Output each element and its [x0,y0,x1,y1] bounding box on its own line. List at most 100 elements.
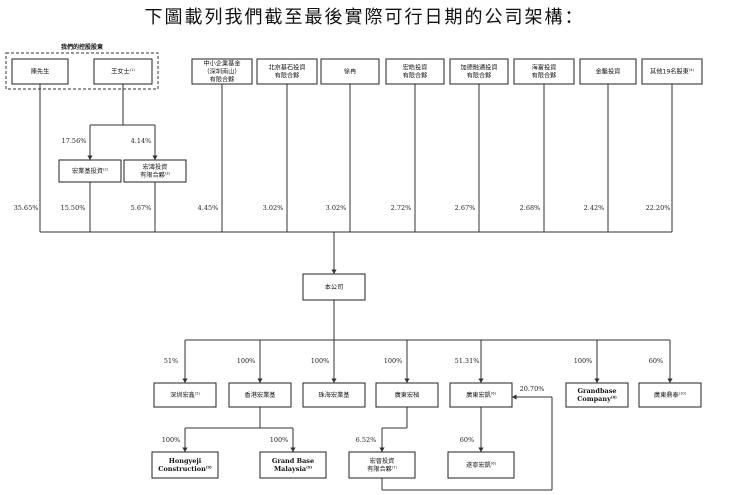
pct-hkhyj: 100% [237,357,256,365]
pct-zxqy: 4.45% [198,204,219,212]
subsidiary-gbc-frame [565,382,629,408]
pct-zhhyj: 100% [311,357,330,365]
shareholder-hftz-label: 有限合夥 [532,72,557,80]
entity-boxes: 我們的控股股東陳先生王女士(1)中小企業基金（深圳南山）有限合夥北京基石投資有限… [5,43,703,479]
to-subsidiary-arrow [478,378,484,383]
subsidiary-gdft: 廣東鼎泰(10) [638,382,702,408]
pct-hgtz: 2.72% [391,204,412,212]
to-subsidiary-arrow [667,378,673,383]
pct-gbc: 100% [574,357,593,365]
subsidiary-gdft-note-ref: (10) [679,392,687,396]
entity-hyc-note-ref: (9) [206,466,212,470]
pct-qita: 22.20% [646,204,671,212]
intermediate-hhtz-label: 有限合夥(3) [140,171,170,179]
controlling-shareholders-frame [5,52,159,90]
pct-hyc: 100% [162,436,181,444]
shareholder-chen-frame [11,58,69,85]
hk-to-child-arrow [290,447,296,452]
hk-to-child-arrow [182,447,188,452]
subsidiary-gdhj-label: 廣東宏楨 [395,391,420,399]
company: 本公司 [302,273,366,301]
shareholder-zxqy-frame [191,58,253,85]
subsidiary-gdhj-frame [375,382,439,408]
subsidiary-hkhyj: 香港宏業基 [228,382,292,408]
subsidiary-szhx-note-ref: (5) [195,392,201,396]
pct-hdtz: 6.52% [356,436,377,444]
entity-gbm-note-ref: (9) [306,466,312,470]
subsidiary-gbc-note-ref: (8) [611,396,617,400]
shareholder-hgtz-label: 有限合夥 [403,72,428,80]
entity-hdtz-frame [348,451,416,479]
page-heading: 下圖載列我們截至最後實際可行日期的公司架構： [144,7,585,28]
intermediate-hyj-frame [58,159,122,183]
pct-hhtz: 5.67% [131,204,152,212]
entity-gbm-label: Malaysia(9) [274,465,312,473]
shareholder-qita-frame [641,58,703,85]
subsidiary-gdhk-label: 廣東宏凱(6) [466,391,496,399]
gdhj-to-hdtz-arrow [379,447,385,452]
shareholder-bjjs-frame [256,58,318,85]
pct-slhk: 60% [460,436,474,444]
pct-bjjs: 3.02% [263,204,284,212]
pct-szhx: 51% [164,357,178,365]
shareholder-bjjs-label: 北京基石投資 [268,64,305,72]
entity-hdtz-label: 宏晉投資 [370,457,395,465]
shareholder-qita-note-ref: (4) [689,68,695,72]
shareholder-zxqy: 中小企業基金（深圳南山）有限合夥 [191,58,253,85]
pct-gdhj: 100% [384,357,403,365]
subsidiary-gdhk-frame [449,382,513,408]
entity-hdtz-note-ref: (7) [392,466,398,470]
subsidiary-gdhk: 廣東宏凱(6) [449,382,513,408]
subsidiary-szhx-frame [153,382,217,408]
pct-xu: 3.02% [326,204,347,212]
shareholder-jdjr-label: 有限合夥 [467,72,492,80]
pct-gdhk: 51.31% [455,357,480,365]
shareholder-wang: 王女士(1) [93,58,153,85]
pct-jstz: 2.42% [584,204,605,212]
shareholder-wang-frame [93,58,153,85]
to-subsidiary-arrow [404,378,410,383]
pct-hyj: 15.50% [61,204,86,212]
subsidiary-hkhyj-frame [228,382,292,408]
pct-wang-to-hhtz: 4.14% [131,137,152,145]
shareholder-xu-label: 徐冉 [344,68,356,76]
shareholder-wang-label: 王女士(1) [111,68,135,76]
to-subsidiary-arrow [257,378,263,383]
shareholder-chen: 陳先生 [11,58,69,85]
to-subsidiary-arrow [182,378,188,383]
shareholder-qita: 其他19名股東(4) [641,58,703,85]
pct-wang-to-hyj: 17.56% [62,137,87,145]
company-arrow [331,269,337,274]
subsidiary-hkhyj-label: 香港宏業基 [245,391,276,399]
company-frame [302,273,366,301]
connector-lines [39,84,673,491]
shareholder-hftz-label: 海富投資 [532,64,557,72]
shareholder-jstz-label: 金鑿投資 [596,68,621,76]
subsidiary-gdft-label: 廣東鼎泰(10) [654,391,687,399]
subsidiary-gdhk-note-ref: (6) [491,392,497,396]
subsidiary-gdft-frame [638,382,702,408]
wang-to-intermediate-arrow [152,155,158,160]
wang-to-intermediate-arrow [87,155,93,160]
shareholder-wang-note-ref: (1) [130,68,136,72]
shareholder-hftz-frame [513,58,575,85]
entity-slhk-label: 遂寧宏凱(6) [466,461,496,469]
shareholder-jdjr-frame [449,58,509,85]
cross-arrow [512,394,517,400]
subsidiary-zhhyj-frame [302,382,366,408]
entity-hyc-label: Hongyeji [169,457,202,465]
shareholder-zxqy-label: 中小企業基金 [203,60,241,68]
entity-slhk: 遂寧宏凱(6) [447,451,515,479]
shareholder-xu-frame [320,58,380,85]
pct-hftz: 2.68% [520,204,541,212]
percentage-labels: 17.56%4.14%35.65%15.50%5.67%4.45%3.02%3.… [14,137,671,444]
